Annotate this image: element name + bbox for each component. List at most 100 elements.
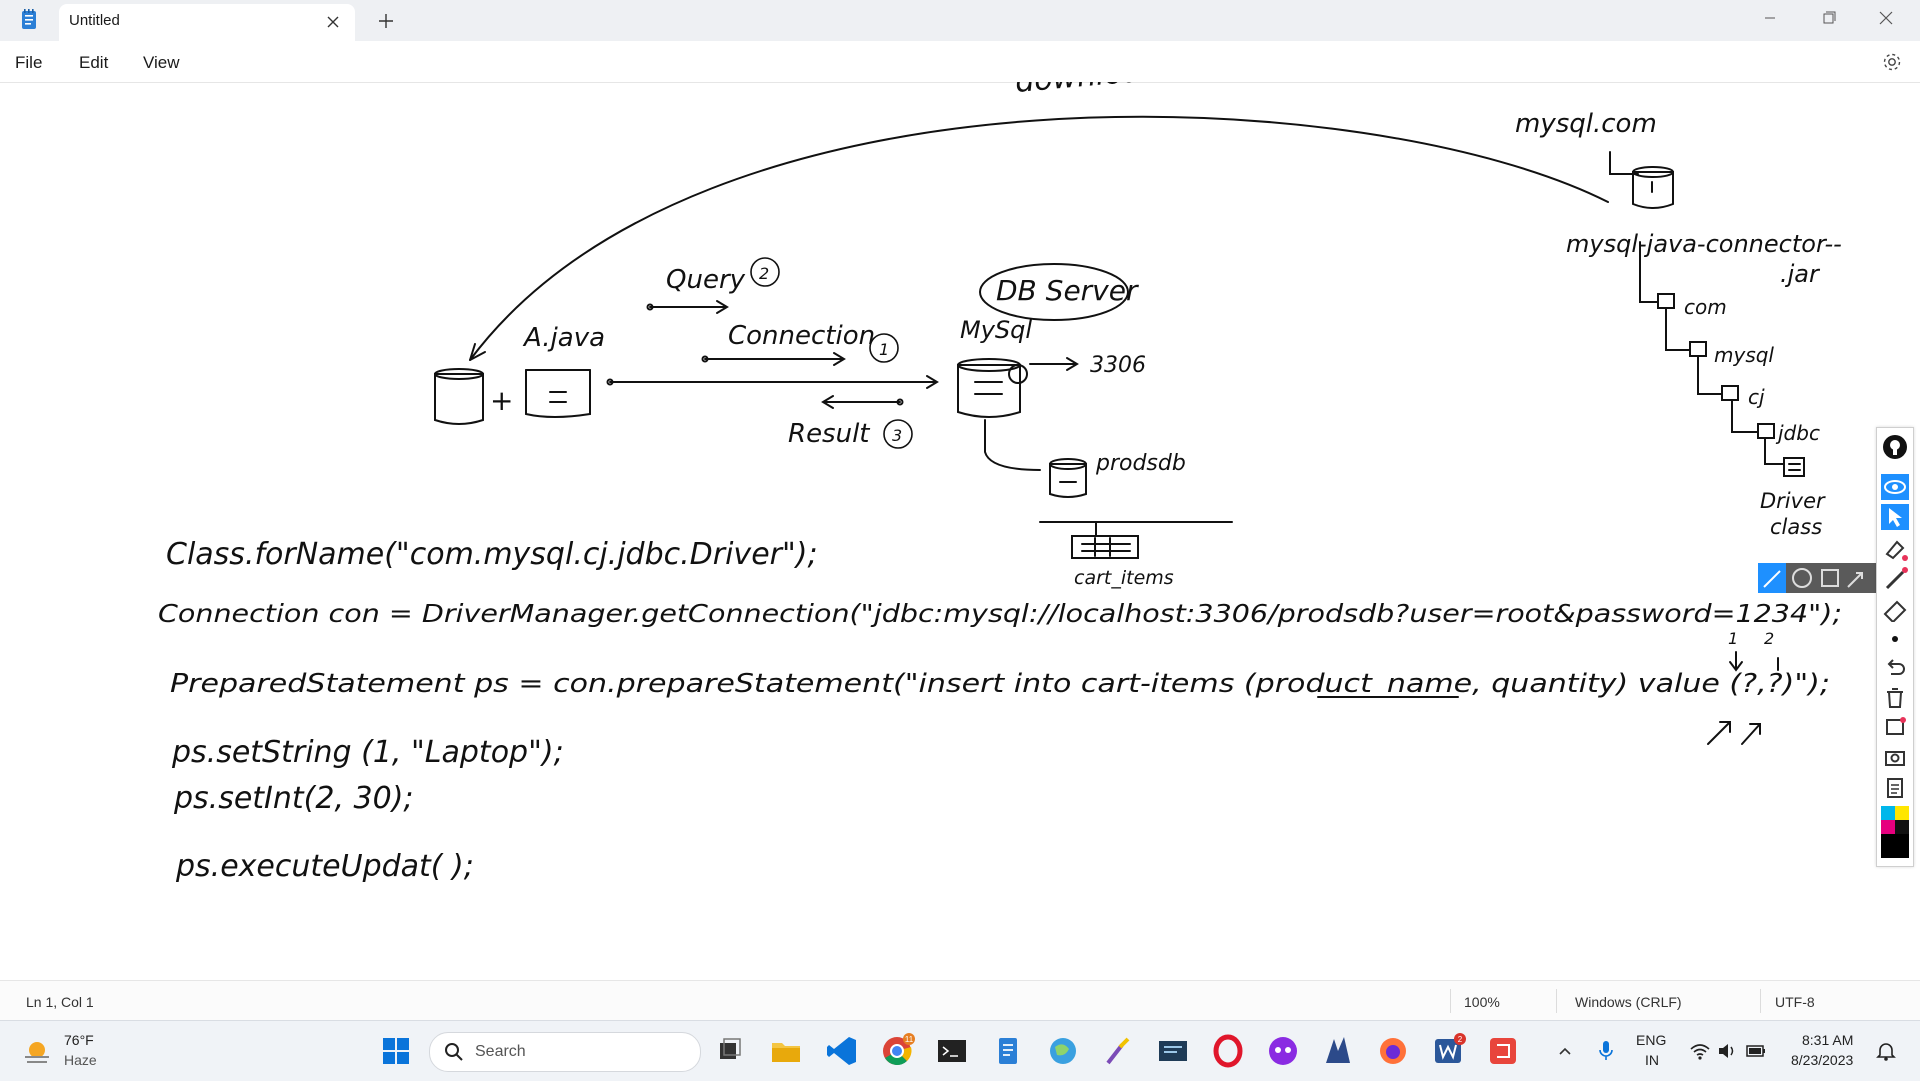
tree-cj-label: cj — [1748, 385, 1765, 409]
driver-class-icon — [1783, 457, 1805, 477]
drawing-canvas[interactable]: download mysql.com mysql-java-connector-… — [0, 82, 1920, 980]
ruler-icon[interactable] — [1881, 596, 1909, 622]
notification-bell-icon[interactable] — [1875, 1040, 1897, 1062]
close-window-icon[interactable] — [1857, 0, 1915, 36]
code-line-4: ps.setString (1, "Laptop"); — [171, 735, 564, 770]
language-top[interactable]: ENG — [1636, 1032, 1667, 1048]
screenshot-icon[interactable] — [1881, 714, 1909, 740]
tree-com-label: com — [1684, 295, 1727, 319]
word-icon[interactable]: 2 — [1430, 1033, 1466, 1069]
code-line-3: PreparedStatement ps = con.prepareStatem… — [170, 669, 1830, 699]
weather-haze-icon[interactable] — [22, 1037, 52, 1067]
lightbulb-icon[interactable] — [1881, 434, 1909, 460]
taskbar-search[interactable]: Search — [429, 1032, 701, 1072]
weather-desc[interactable]: Haze — [64, 1052, 97, 1068]
gear-icon[interactable] — [1880, 50, 1904, 74]
db-server-label: DB Server — [996, 274, 1139, 307]
notepad-taskbar-icon[interactable] — [990, 1033, 1026, 1069]
restore-icon[interactable] — [1799, 0, 1857, 36]
new-tab-icon[interactable] — [374, 9, 398, 33]
download-arrow — [469, 115, 1609, 361]
status-divider — [1760, 989, 1761, 1013]
tree-jdbc-label: jdbc — [1775, 421, 1820, 445]
pen-shape-tools[interactable] — [1758, 563, 1876, 593]
trash-icon[interactable] — [1881, 684, 1909, 710]
terminal-icon[interactable] — [934, 1033, 970, 1069]
driver-label: Driver — [1760, 489, 1826, 513]
clock-time[interactable]: 8:31 AM — [1802, 1032, 1854, 1048]
pen-options-strip — [1758, 563, 1876, 593]
chrome-icon[interactable]: 11 — [879, 1033, 915, 1069]
folder-jdbc-icon — [1757, 423, 1775, 439]
globe-app-icon[interactable] — [1045, 1033, 1081, 1069]
mysql-workbench-icon[interactable] — [1155, 1033, 1191, 1069]
tree-mysql-label: mysql — [1714, 343, 1774, 367]
creature-app-icon[interactable] — [1320, 1033, 1356, 1069]
chrome-badge: 11 — [905, 1035, 914, 1044]
prodsdb-icon — [1049, 463, 1087, 498]
code-line-1: Class.forName("com.mysql.cj.jdbc.Driver"… — [166, 537, 818, 572]
microphone-icon[interactable] — [1596, 1039, 1616, 1063]
paint-brush-icon[interactable] — [1100, 1033, 1136, 1069]
tab-untitled[interactable]: Untitled — [59, 4, 355, 41]
weather-temp[interactable]: 76°F — [64, 1032, 94, 1048]
folder-com-icon — [1657, 293, 1675, 309]
cart-items-label: cart_items — [1074, 567, 1174, 589]
task-view-icon[interactable] — [712, 1033, 748, 1069]
search-icon — [445, 1043, 463, 1061]
mysql-label: MySql — [960, 316, 1032, 344]
file-explorer-icon[interactable] — [768, 1033, 804, 1069]
close-tab-icon[interactable] — [321, 10, 345, 34]
result-num: 3 — [892, 426, 902, 445]
undo-icon[interactable] — [1881, 654, 1909, 680]
cursor-position: Ln 1, Col 1 — [26, 994, 94, 1010]
vscode-icon[interactable] — [824, 1033, 860, 1069]
language-bottom[interactable]: IN — [1645, 1052, 1659, 1068]
opera-icon[interactable] — [1210, 1033, 1246, 1069]
tab-title: Untitled — [69, 12, 120, 29]
menu-edit[interactable]: Edit — [79, 53, 109, 72]
folder-cj-icon — [1721, 385, 1739, 401]
word-badge: 2 — [1458, 1035, 1463, 1044]
menu-bar: File Edit View — [0, 41, 1920, 83]
minimize-icon[interactable] — [1741, 0, 1799, 36]
status-divider — [1450, 989, 1451, 1013]
mysql-com-server-icon — [1632, 171, 1674, 209]
firefox-icon[interactable] — [1375, 1033, 1411, 1069]
chevron-up-icon[interactable] — [1555, 1041, 1575, 1061]
clipboard-icon[interactable] — [1881, 774, 1909, 800]
mask-app-icon[interactable] — [1265, 1033, 1301, 1069]
a-java-label: A.java — [522, 323, 605, 353]
marker-2: 2 — [1764, 629, 1774, 648]
query-label: Query — [666, 265, 746, 295]
jar-label: .jar — [1780, 260, 1821, 288]
pen-icon[interactable] — [1881, 566, 1909, 592]
query-num: 2 — [759, 264, 769, 283]
color-palette-icon[interactable] — [1881, 806, 1909, 858]
status-divider — [1556, 989, 1557, 1013]
highlighter-icon[interactable] — [1881, 536, 1909, 562]
pointer-icon[interactable] — [1881, 504, 1909, 530]
search-placeholder: Search — [475, 1043, 526, 1060]
wifi-icon[interactable] — [1689, 1041, 1711, 1061]
red-app-icon[interactable] — [1485, 1033, 1521, 1069]
menu-file[interactable]: File — [15, 53, 43, 72]
result-label: Result — [788, 419, 870, 449]
title-bar: Untitled — [0, 0, 1920, 41]
code-line-5: ps.setInt(2, 30); — [173, 781, 414, 816]
volume-icon[interactable] — [1716, 1041, 1738, 1061]
clock-date[interactable]: 8/23/2023 — [1791, 1052, 1854, 1068]
encoding: UTF-8 — [1775, 994, 1815, 1010]
zoom-level: 100% — [1464, 994, 1500, 1010]
connection-label: Connection — [728, 321, 875, 351]
cart-items-table-icon — [1071, 535, 1139, 559]
class-label: class — [1770, 515, 1822, 539]
camera-icon[interactable] — [1881, 744, 1909, 770]
plus-label: + — [490, 384, 513, 417]
windows-start-icon[interactable] — [378, 1033, 414, 1069]
battery-icon[interactable] — [1745, 1041, 1767, 1061]
eye-icon[interactable] — [1881, 474, 1909, 500]
dot-icon[interactable] — [1881, 626, 1909, 652]
menu-view[interactable]: View — [143, 53, 180, 72]
mysql-server-icon — [957, 364, 1021, 418]
